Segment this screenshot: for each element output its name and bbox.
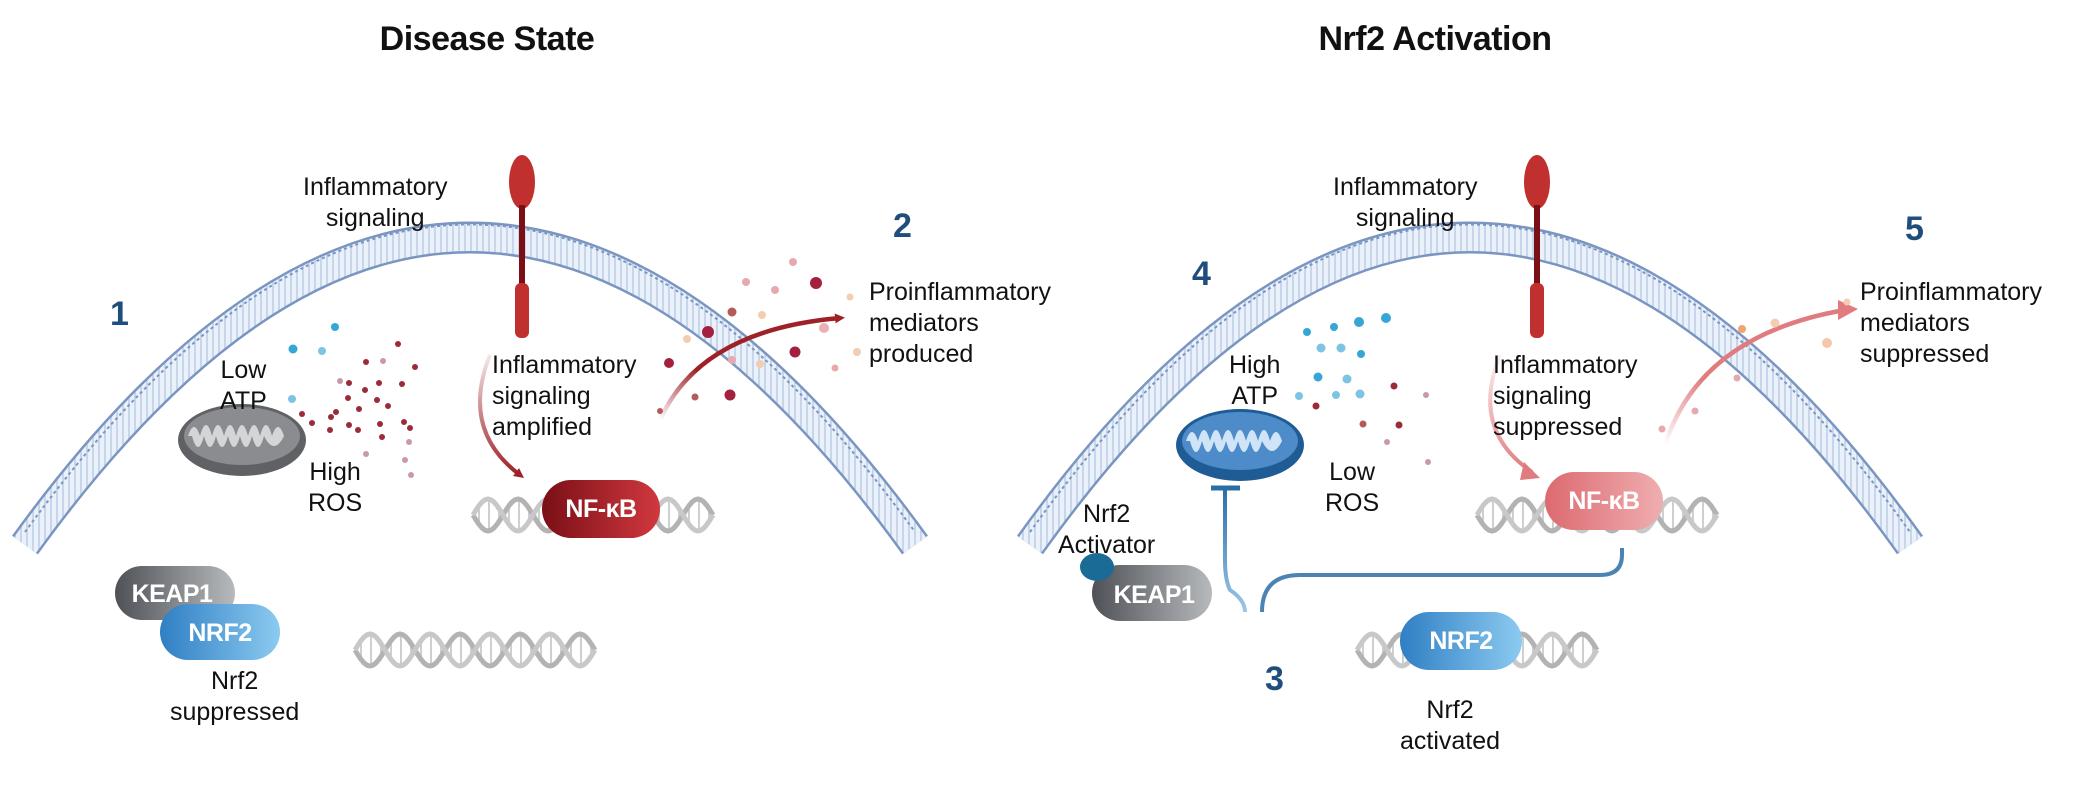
panel-nrf2-activation: NF-κB NRF2 KEAP1 bbox=[1016, 155, 1924, 670]
signaling-arrow-icon bbox=[478, 354, 524, 479]
signaling-arrow-icon bbox=[1488, 354, 1534, 474]
label-signaling-suppressed: Inflammatory signaling suppressed bbox=[1493, 351, 1638, 441]
inflammatory-receptor bbox=[1524, 155, 1550, 338]
nfkb-protein: NF-κB bbox=[1545, 472, 1663, 530]
inhibition-line-icon bbox=[1223, 488, 1247, 613]
label-high-atp: High ATP bbox=[1229, 351, 1281, 410]
label-signaling-amplified: Inflammatory signaling amplified bbox=[492, 351, 637, 441]
mediator-dots bbox=[1658, 298, 1851, 433]
label-nrf2-activator: Nrf2 Activator bbox=[1058, 500, 1156, 559]
mitochondrion-icon bbox=[1176, 409, 1304, 481]
keap1-protein: KEAP1 bbox=[1092, 565, 1212, 621]
panel-title-nrf2-activation: Nrf2 Activation bbox=[1318, 20, 1552, 58]
step-number-4: 4 bbox=[1192, 255, 1211, 293]
nfkb-protein: NF-κB bbox=[542, 480, 660, 538]
step-number-3: 3 bbox=[1265, 660, 1284, 698]
dna-strand bbox=[352, 631, 598, 669]
nrf2-label: NRF2 bbox=[1429, 627, 1492, 655]
label-inflammatory-signaling: Inflammatory signaling bbox=[303, 173, 448, 232]
label-nrf2-suppressed: Nrf2 suppressed bbox=[170, 667, 300, 726]
label-low-atp: Low ATP bbox=[220, 356, 267, 415]
nfkb-label: NF-κB bbox=[1568, 487, 1639, 515]
mediators-arrow-icon bbox=[657, 313, 845, 421]
atp-dots bbox=[1295, 313, 1391, 400]
mitochondrion-icon bbox=[178, 404, 306, 476]
label-mediators-suppressed: Proinflammatory mediators suppressed bbox=[1860, 278, 2042, 368]
panel-disease-state: NF-κB KEAP1 NRF2 bbox=[12, 155, 928, 669]
label-high-ros: High ROS bbox=[308, 458, 363, 517]
label-inflammatory-signaling: Inflammatory signaling bbox=[1333, 173, 1478, 232]
step-number-5: 5 bbox=[1905, 210, 1924, 248]
step-number-1: 1 bbox=[110, 295, 129, 333]
mediators-arrow-icon bbox=[1662, 307, 1846, 446]
cell-membrane bbox=[1016, 221, 1924, 555]
panel-title-disease-state: Disease State bbox=[379, 20, 595, 58]
cell-membrane bbox=[12, 221, 928, 555]
keap1-label: KEAP1 bbox=[1114, 581, 1195, 609]
label-low-ros: Low ROS bbox=[1325, 458, 1380, 517]
label-nrf2-activated: Nrf2 activated bbox=[1400, 696, 1501, 755]
nrf2-to-nfkb-line-icon bbox=[1260, 548, 1624, 613]
nrf2-label: NRF2 bbox=[188, 619, 251, 647]
arrowhead-icon bbox=[1838, 300, 1858, 320]
inflammatory-receptor bbox=[509, 155, 535, 338]
nrf2-protein: NRF2 bbox=[160, 604, 280, 660]
nfkb-label: NF-κB bbox=[565, 495, 636, 523]
ros-dots bbox=[1312, 382, 1431, 465]
keap1-label: KEAP1 bbox=[132, 580, 213, 608]
mediator-dots bbox=[657, 258, 861, 414]
step-number-2: 2 bbox=[893, 207, 912, 245]
arrowhead-icon bbox=[1520, 462, 1540, 480]
nrf2-activator-molecule-icon bbox=[1080, 553, 1114, 581]
label-mediators-produced: Proinflammatory mediators produced bbox=[869, 278, 1051, 368]
atp-dots bbox=[288, 323, 339, 403]
nrf2-protein: NRF2 bbox=[1400, 612, 1522, 670]
dna-icon bbox=[352, 631, 598, 669]
ros-dots bbox=[299, 341, 418, 478]
